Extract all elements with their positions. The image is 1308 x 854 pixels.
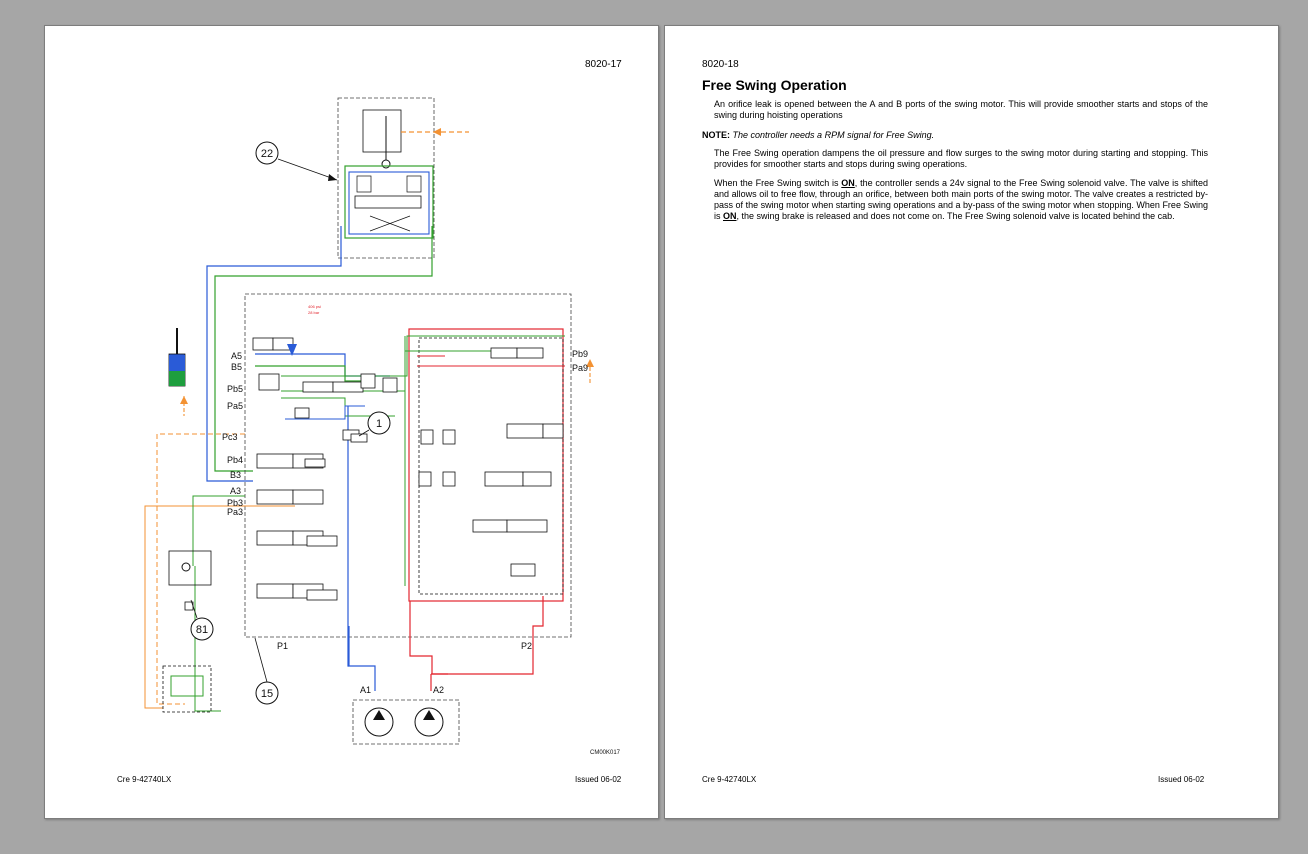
footer-right: Issued 06-02 (1158, 775, 1205, 784)
paragraph-2: The Free Swing operation dampens the oil… (714, 148, 1208, 169)
port-label-a3: A3 (230, 486, 241, 496)
relief-label-bar: 28 bar (308, 310, 320, 315)
footer-left: Cre 9-42740LX (702, 775, 757, 784)
callout-22: 22 (261, 148, 273, 160)
callout-1: 1 (376, 418, 382, 430)
p3-part3: , the swing brake is released and does n… (736, 211, 1175, 221)
footer-right: Issued 06-02 (575, 775, 622, 784)
p3-part1: When the Free Swing switch is (714, 178, 842, 188)
paragraph-3: When the Free Swing switch is ON, the co… (714, 178, 1208, 222)
section-title: Free Swing Operation (702, 77, 847, 93)
footer-left: Cre 9-42740LX (117, 775, 172, 784)
relief-label-psi: 406 psi (308, 304, 321, 309)
note-label: NOTE: (702, 130, 730, 140)
paragraph-1: An orifice leak is opened between the A … (714, 99, 1208, 120)
port-label-a1: A1 (360, 685, 371, 695)
port-label-pa9: Pa9 (572, 363, 588, 373)
page-number: 8020-17 (585, 59, 622, 70)
note-text: The controller needs a RPM signal for Fr… (732, 130, 935, 140)
port-label-a5: A5 (231, 351, 242, 361)
port-label-p1: P1 (277, 641, 288, 651)
port-label-pa3: Pa3 (227, 507, 243, 517)
port-label-pb4: Pb4 (227, 455, 243, 465)
right-page: 8020-18 Free Swing Operation An orifice … (664, 25, 1279, 819)
figure-code: CM00K017 (590, 750, 621, 756)
on-word: ON (841, 178, 855, 188)
port-label-b5: B5 (231, 362, 242, 372)
port-label-a2: A2 (433, 685, 444, 695)
note: NOTE: The controller needs a RPM signal … (702, 130, 934, 141)
callout-15: 15 (261, 688, 273, 700)
page-number: 8020-18 (702, 59, 739, 70)
on-word-2: ON (723, 211, 737, 221)
port-label-pb9: Pb9 (572, 349, 588, 359)
hydraulic-schematic: 22 (144, 97, 621, 756)
port-label-pb3: Pb3 (227, 498, 243, 508)
left-page: 8020-17 22 (44, 25, 659, 819)
callout-81: 81 (196, 624, 208, 636)
port-label-pa5: Pa5 (227, 401, 243, 411)
port-label-b3: B3 (230, 470, 241, 480)
p3-part2: , the controller sends a 24v signal to t… (714, 178, 1208, 221)
port-label-pc3: Pc3 (222, 432, 238, 442)
port-label-pb5: Pb5 (227, 384, 243, 394)
port-label-p2: P2 (521, 641, 532, 651)
